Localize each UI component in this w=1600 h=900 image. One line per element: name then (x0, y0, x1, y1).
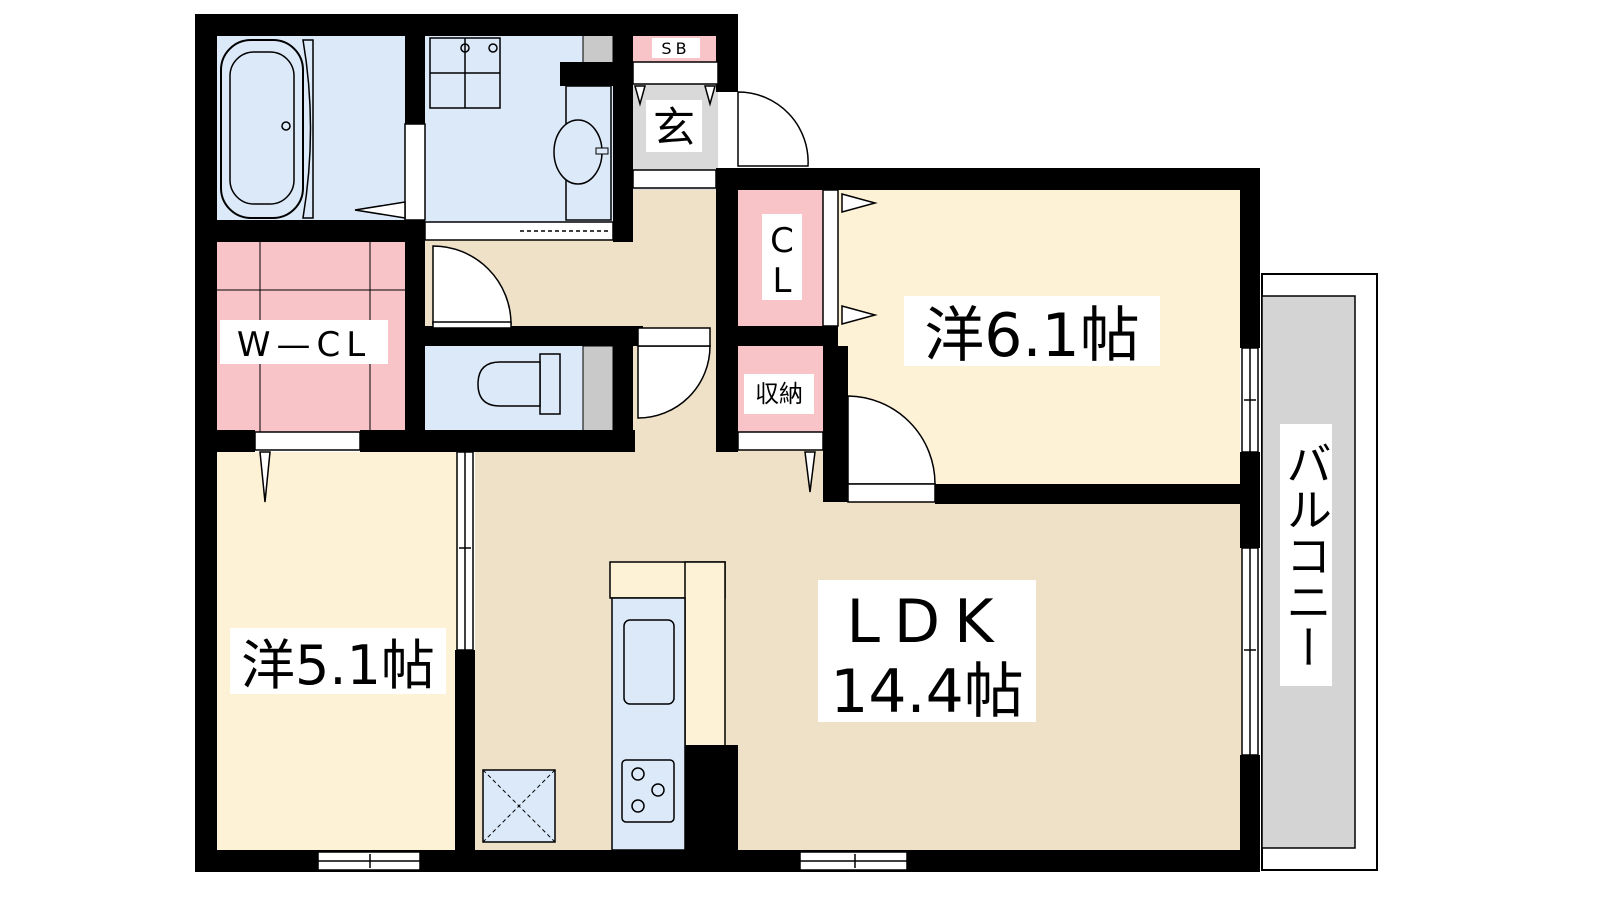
pipe-shaft (582, 33, 614, 67)
ldk-label: LDK (847, 587, 1008, 657)
toilet-tank (539, 353, 561, 415)
burner-icon (631, 767, 645, 781)
closet-label-c: C (770, 221, 794, 261)
wcl-label: W—CL (237, 325, 371, 365)
fridge-cross (482, 769, 556, 843)
burner-icon (631, 799, 645, 813)
label-bg (230, 628, 446, 694)
label-bg (652, 38, 700, 58)
storage-label: 収納 (755, 380, 803, 408)
shoe-box-shelf (632, 61, 719, 85)
kitchen-counter-side (684, 561, 726, 751)
ldk-size-label: 14.4帖 (830, 657, 1024, 727)
entrance-label: 玄 (653, 103, 695, 152)
toilet-icon (477, 361, 541, 407)
drain-icon (281, 121, 291, 131)
wm-dot (488, 43, 498, 53)
label-bg (744, 374, 814, 414)
label-bg (818, 580, 1036, 722)
label-bg (220, 320, 388, 364)
western-room-2-label: 洋5.1帖 (241, 634, 435, 697)
western-room-1-label: 洋6.1帖 (924, 301, 1139, 371)
door-leaves (254, 169, 936, 503)
bathtub-icon (220, 39, 304, 219)
burner-icon (651, 783, 665, 797)
bath-counter (302, 39, 314, 219)
label-bg (1280, 424, 1332, 686)
wm-dot (460, 43, 470, 53)
label-bg (646, 100, 702, 152)
pipe-shaft (582, 345, 614, 433)
shoe-box-label: SB (661, 39, 690, 58)
balcony-label: バルコニー (1279, 440, 1333, 670)
label-bg (904, 296, 1160, 366)
washbasin-icon (553, 119, 603, 185)
bathtub-inner (229, 51, 295, 205)
faucet-icon (595, 147, 609, 155)
folding-door-markers (259, 85, 878, 503)
closet-label-l: L (773, 261, 792, 301)
closet-door-rail (822, 189, 839, 327)
stove (621, 759, 675, 823)
window-lines (318, 348, 1256, 868)
label-bg (762, 214, 802, 300)
sink (623, 619, 675, 705)
doors (432, 91, 936, 485)
walls (195, 14, 1260, 872)
